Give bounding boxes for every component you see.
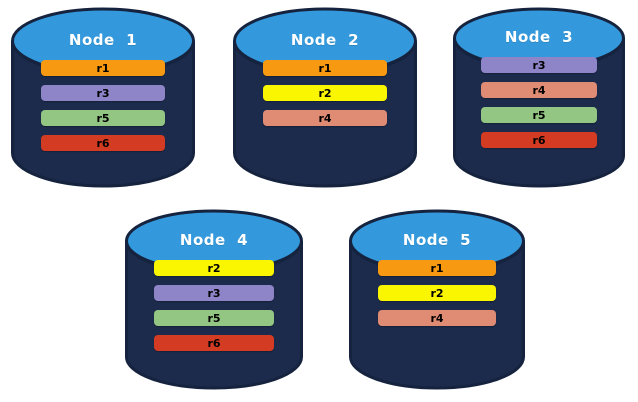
record-bar-r2[interactable]: r2 xyxy=(263,85,387,101)
record-bar-r6[interactable]: r6 xyxy=(154,335,274,351)
record-bar-r1[interactable]: r1 xyxy=(263,60,387,76)
record-list: r3 r4 r5 r6 xyxy=(452,57,626,148)
record-list: r2 r3 r5 r6 xyxy=(124,260,304,351)
record-list: r1 r3 r5 r6 xyxy=(10,60,196,151)
record-bar-r2[interactable]: r2 xyxy=(154,260,274,276)
record-bar-r3[interactable]: r3 xyxy=(154,285,274,301)
record-list: r1 r2 r4 xyxy=(348,260,526,326)
record-bar-r4[interactable]: r4 xyxy=(263,110,387,126)
record-bar-r1[interactable]: r1 xyxy=(378,260,496,276)
record-bar-r3[interactable]: r3 xyxy=(41,85,165,101)
record-bar-r6[interactable]: r6 xyxy=(41,135,165,151)
record-bar-r5[interactable]: r5 xyxy=(481,107,597,123)
record-bar-r5[interactable]: r5 xyxy=(41,110,165,126)
record-bar-r6[interactable]: r6 xyxy=(481,132,597,148)
record-bar-r2[interactable]: r2 xyxy=(378,285,496,301)
record-bar-r5[interactable]: r5 xyxy=(154,310,274,326)
record-bar-r4[interactable]: r4 xyxy=(378,310,496,326)
record-bar-r1[interactable]: r1 xyxy=(41,60,165,76)
record-list: r1 r2 r4 xyxy=(232,60,418,126)
record-bar-r3[interactable]: r3 xyxy=(481,57,597,73)
record-bar-r4[interactable]: r4 xyxy=(481,82,597,98)
